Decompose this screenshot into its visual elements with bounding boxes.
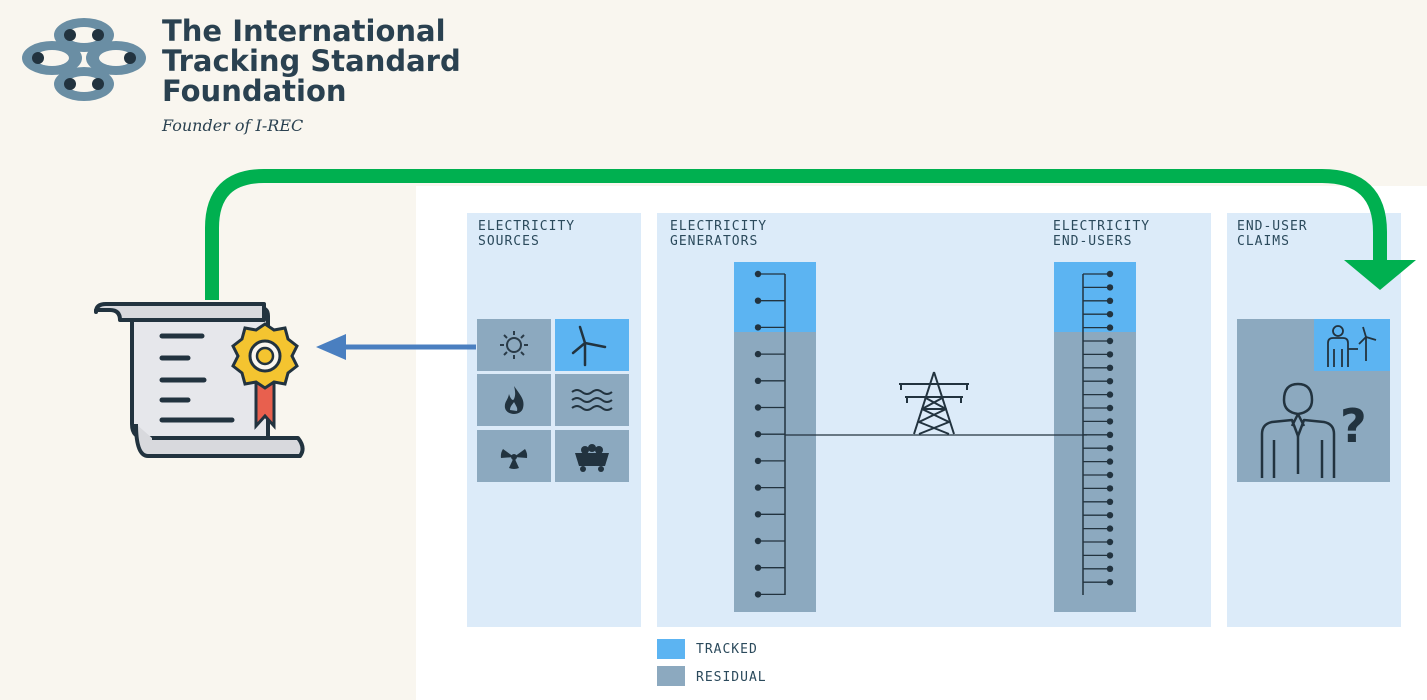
generators-label-line-2: GENERATORS [670,234,759,249]
end-user-connections [1082,270,1114,595]
flame-icon [504,386,524,414]
end-user-connection-dot [1106,458,1114,465]
end-user-connection-dot [1106,324,1114,331]
end-user-connection-dot [1106,512,1114,519]
source-tile-solar [477,319,551,371]
end-user-connection-dot [1106,270,1114,278]
sources-column-label: ELECTRICITY SOURCES [478,219,575,249]
generator-connection-dot [754,297,762,304]
legend-residual-swatch [657,666,685,686]
unknown-claim-mark: ? [1340,399,1367,453]
nuclear-icon [500,449,528,469]
end-user-connection-dot [1106,297,1114,304]
claims-label-line-1: END-USER [1237,219,1308,234]
end-user-connection-dot [1106,498,1114,505]
generator-connection-dot [754,511,762,518]
unknown-user-icon: ? [1260,382,1367,478]
generator-connection-dot [754,324,762,331]
green-arrowhead-icon [1344,260,1416,290]
sources-label-line-1: ELECTRICITY [478,219,576,234]
end-user-connection-dot [1106,311,1114,318]
end-users-label-line-1: ELECTRICITY [1053,219,1151,234]
end-user-connection-dot [1106,471,1114,479]
generator-connection-dot [754,537,762,545]
legend-residual-label: RESIDUAL [696,670,767,685]
tagline: Founder of I-REC [162,116,304,135]
wind-turbine-icon [571,325,607,367]
end-user-connection-dot [1106,579,1114,586]
legend-tracked-swatch [657,639,685,659]
end-user-connection-dot [1106,485,1114,492]
end-user-connection-dot [1106,445,1114,452]
end-user-connection-dot [1106,337,1114,345]
org-name-line-2: Tracking Standard [162,44,461,78]
claims-label-line-2: CLAIMS [1237,234,1290,249]
sun-icon [500,331,528,359]
org-name-line-1: The International [162,14,446,48]
generator-connections [754,270,786,598]
generators-column-label: ELECTRICITY GENERATORS [670,219,767,249]
generators-residual-bar [734,332,816,612]
org-name-line-3: Foundation [162,74,347,108]
end-user-connection-dot [1106,391,1114,398]
legend-tracked-label: TRACKED [696,642,758,657]
end-user-connection-dot [1106,538,1114,546]
generator-connection-dot [754,457,762,465]
generator-connection-dot [754,404,762,411]
tracked-claim-tile [1314,319,1390,371]
end-users-label-line-2: END-USERS [1053,234,1133,249]
claims-column-label: END-USER CLAIMS [1237,219,1308,249]
green-user-icon [1327,325,1377,367]
certificate-icon [94,302,305,458]
sources-label-line-2: SOURCES [478,234,540,249]
end-user-connection-dot [1106,284,1114,291]
source-tile-fire [477,374,551,426]
source-tile-hydro [555,374,629,426]
blue-arrowhead-icon [316,334,346,360]
generator-connection-dot [754,591,762,598]
water-waves-icon [571,389,613,411]
source-tile-nuclear [477,430,551,482]
end-user-connection-dot [1106,378,1114,385]
pylon-icon [899,371,969,435]
end-user-connection-dot [1106,404,1114,412]
end-user-connection-dot [1106,565,1114,572]
end-user-connection-dot [1106,431,1114,438]
itsf-logo-icon [22,18,146,101]
generators-label-line-1: ELECTRICITY [670,219,768,234]
end-user-connection-dot [1106,351,1114,358]
source-tile-wind [555,319,629,371]
generator-connection-dot [754,270,762,278]
end-user-connection-dot [1106,525,1114,532]
generator-connection-dot [754,564,762,571]
source-tile-coal [555,430,629,482]
coal-cart-icon [575,444,609,472]
generator-connection-dot [754,484,762,491]
end-users-column-label: ELECTRICITY END-USERS [1053,219,1150,249]
end-user-connection-dot [1106,552,1114,559]
generator-connection-dot [754,431,762,438]
green-flow-arrow [205,169,1387,300]
end-users-residual-bar [1054,332,1136,612]
end-user-connection-dot [1106,418,1114,425]
end-user-connection-dot [1106,364,1114,371]
generator-connection-dot [754,350,762,358]
generator-connection-dot [754,377,762,384]
